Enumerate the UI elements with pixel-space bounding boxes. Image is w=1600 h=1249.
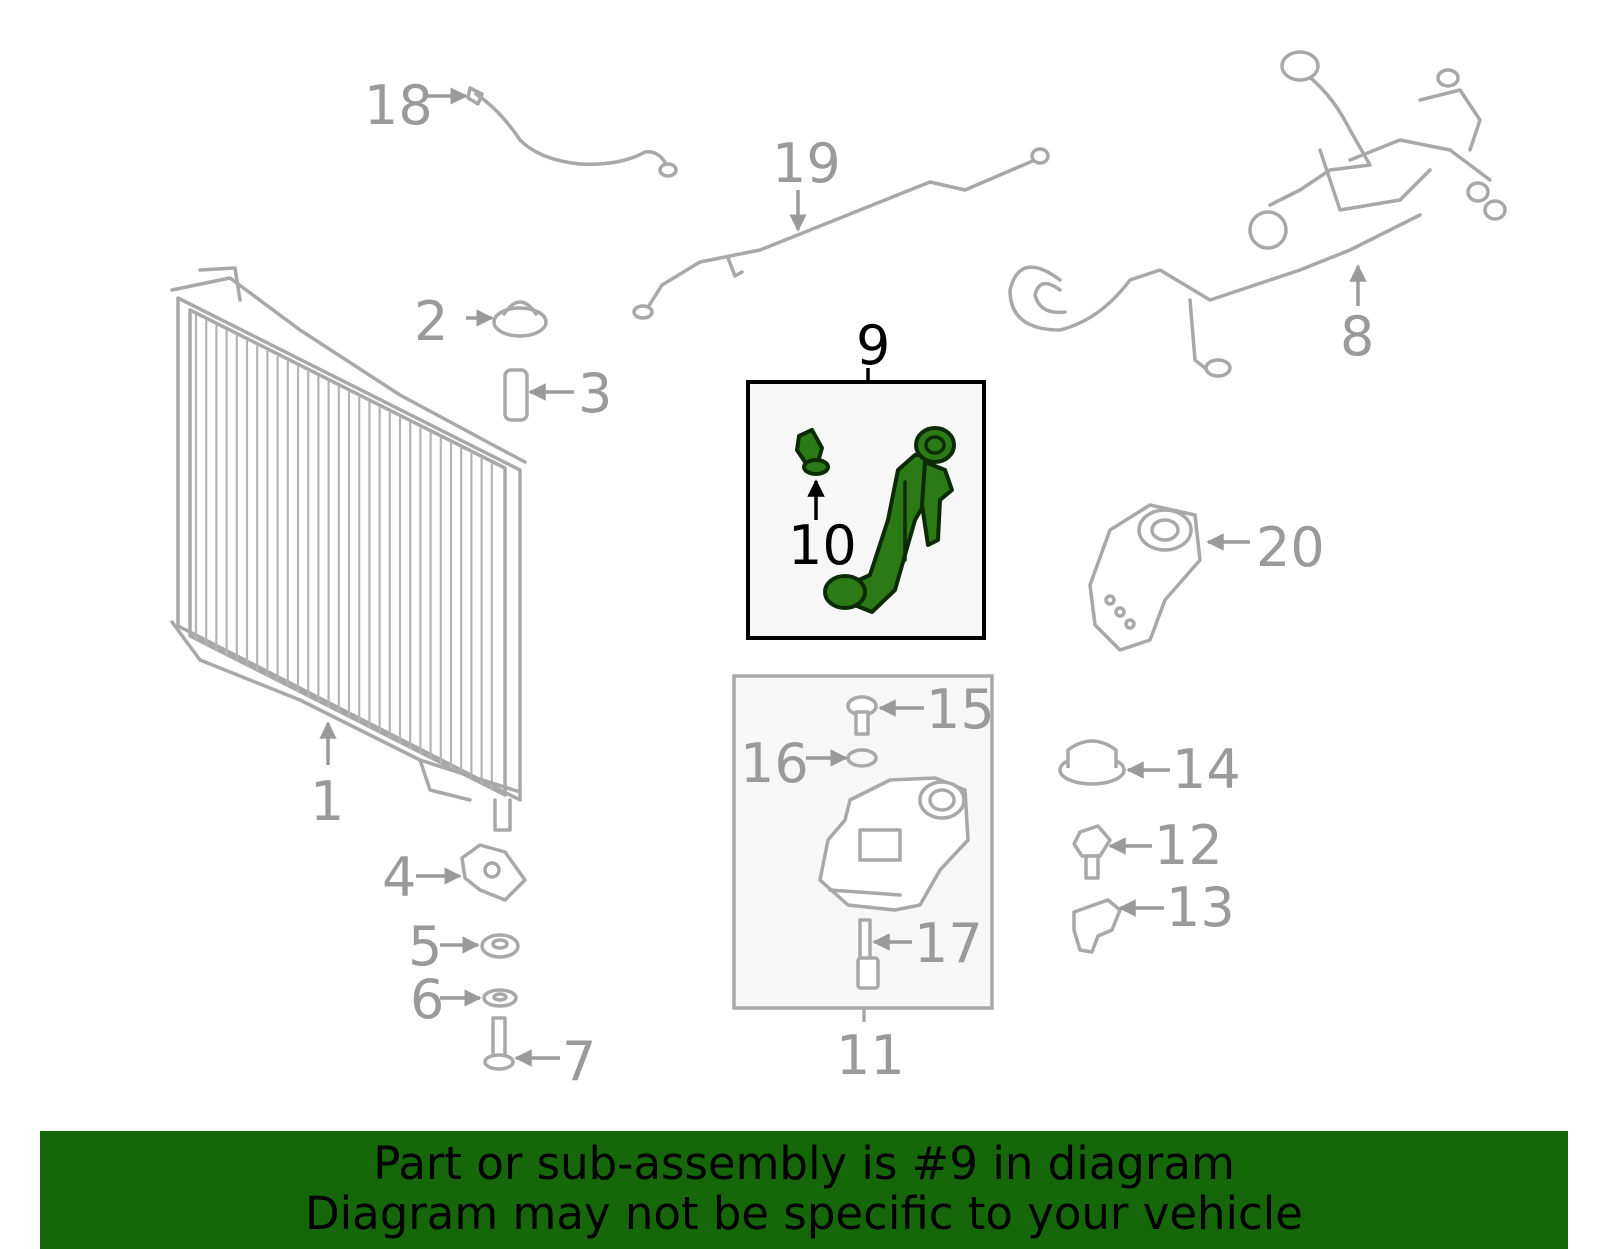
callout-12[interactable]: 12: [1154, 814, 1223, 877]
callout-4[interactable]: 4: [382, 846, 416, 909]
callout-9[interactable]: 9: [856, 314, 890, 377]
callout-3[interactable]: 3: [578, 362, 612, 425]
sensor-17-part[interactable]: [856, 918, 880, 990]
bolt-12-part[interactable]: [1072, 824, 1112, 880]
callout-19[interactable]: 19: [772, 132, 841, 195]
info-banner: Part or sub-assembly is #9 in diagram Di…: [40, 1131, 1568, 1249]
cap-part[interactable]: [492, 300, 548, 338]
callout-13[interactable]: 13: [1166, 876, 1235, 939]
cap-14-part[interactable]: [1058, 739, 1126, 786]
sleeve-part[interactable]: [503, 368, 529, 422]
pipe-18-part[interactable]: [466, 86, 678, 178]
grommet-6-part[interactable]: [482, 988, 518, 1008]
callout-15[interactable]: 15: [926, 678, 995, 741]
callout-18[interactable]: 18: [364, 74, 433, 137]
callout-11[interactable]: 11: [836, 1024, 905, 1087]
callout-16[interactable]: 16: [740, 732, 809, 795]
callout-8[interactable]: 8: [1340, 305, 1374, 368]
callout-10[interactable]: 10: [788, 514, 857, 577]
housing-20-part[interactable]: [1088, 503, 1202, 652]
callout-20[interactable]: 20: [1256, 516, 1325, 579]
o-ring-16-part[interactable]: [846, 748, 878, 768]
hose-assembly-8-part[interactable]: [1008, 50, 1507, 378]
callout-5[interactable]: 5: [408, 915, 442, 978]
callout-2[interactable]: 2: [414, 290, 448, 353]
thermostat-housing-11-part[interactable]: [818, 776, 970, 912]
coolant-hose-9-part[interactable]: [823, 426, 956, 614]
banner-line-1: Part or sub-assembly is #9 in diagram: [373, 1137, 1235, 1190]
callout-14[interactable]: 14: [1172, 738, 1241, 801]
banner-line-2: Diagram may not be specific to your vehi…: [305, 1187, 1303, 1240]
washer-5-part[interactable]: [480, 933, 520, 959]
sensor-10-part[interactable]: [795, 428, 830, 476]
bracket-part[interactable]: [460, 843, 527, 902]
bolt-15-part[interactable]: [846, 695, 878, 736]
bolt-7-part[interactable]: [483, 1016, 515, 1071]
radiator-part[interactable]: [170, 266, 527, 832]
bracket-13-part[interactable]: [1072, 898, 1122, 954]
callout-1[interactable]: 1: [310, 770, 344, 833]
pipe-19-part[interactable]: [632, 147, 1050, 320]
callout-17[interactable]: 17: [914, 912, 983, 975]
callout-6[interactable]: 6: [410, 968, 444, 1031]
callout-7[interactable]: 7: [562, 1030, 596, 1093]
